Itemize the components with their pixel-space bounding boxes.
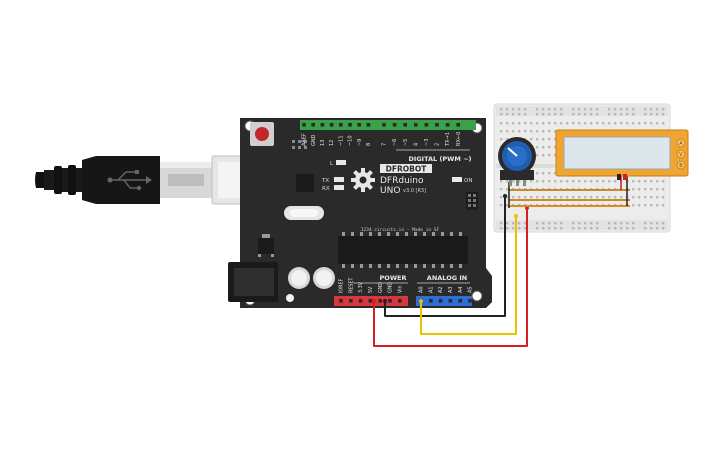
icsp-header-top xyxy=(292,140,307,149)
power-pin-label: RESET xyxy=(348,278,354,293)
icsp-header-right xyxy=(466,192,478,210)
analog-pin-label: A3 xyxy=(448,286,454,293)
lcd-pin-a: A xyxy=(676,138,686,148)
power-pin-label: 5V xyxy=(368,286,374,293)
digital-pin-label: 7 xyxy=(382,143,388,146)
analog-pin-label: A2 xyxy=(438,286,444,293)
digital-header-label: DIGITAL (PWM ~) xyxy=(409,155,472,163)
analog-pin-label: A1 xyxy=(428,286,434,293)
usb-symbol-icon xyxy=(107,170,152,191)
power-pin-label: 3.3V xyxy=(358,281,364,293)
brand-logo: DFROBOT xyxy=(386,165,428,174)
led-l: L xyxy=(330,160,346,167)
digital-pin-label: RX←0 xyxy=(456,132,462,146)
led-on: ON xyxy=(452,177,472,184)
analog-pin-label: A5 xyxy=(468,286,474,293)
usb-cable xyxy=(35,155,273,205)
gear-logo-icon xyxy=(351,168,375,192)
digital-pin-label: TX→1 xyxy=(445,132,451,147)
svg-text:A: A xyxy=(679,141,683,147)
digital-pin-label: ~11 xyxy=(338,135,344,146)
digital-pin-label: ~6 xyxy=(392,139,398,146)
led-tx: TX xyxy=(321,177,344,184)
reset-button[interactable] xyxy=(250,122,274,146)
capacitor-1 xyxy=(288,267,310,289)
power-section-label: POWER xyxy=(380,274,407,282)
red-5v-wire[interactable] xyxy=(373,208,528,347)
lcd-pin-v: V xyxy=(676,149,686,159)
svg-text:V: V xyxy=(679,152,683,158)
power-pin-label: GND xyxy=(378,282,384,293)
svg-text:RX: RX xyxy=(322,186,330,192)
svg-text:TX: TX xyxy=(321,178,329,184)
board-version: v3.0 [R3] xyxy=(403,188,426,194)
black-gnd-wire[interactable] xyxy=(384,196,506,317)
board-tagline: 1234.circuits.io - Made in SF xyxy=(361,227,440,233)
analog-pin-label: A4 xyxy=(458,286,464,293)
i2c-display-module: A V B xyxy=(555,129,689,180)
analog-pin-label: A0 xyxy=(419,286,425,293)
power-jack xyxy=(228,262,278,302)
power-pin-label: GND xyxy=(388,282,394,293)
digital-pin-label: 4 xyxy=(413,143,419,146)
usb-interface-chip xyxy=(296,174,314,192)
board-model-variant: UNO xyxy=(380,186,400,196)
digital-pin-label: 8 xyxy=(366,143,372,146)
digital-pin-label: ~9 xyxy=(357,139,363,146)
digital-pin-label: 2 xyxy=(435,143,441,146)
power-header xyxy=(334,296,408,306)
capacitor-2 xyxy=(313,267,335,289)
svg-text:ON: ON xyxy=(464,178,472,184)
led-rx: RX xyxy=(322,185,344,192)
svg-text:L: L xyxy=(330,161,334,167)
analog-header xyxy=(416,296,472,306)
digital-pin-label: 13 xyxy=(320,140,326,146)
yellow-a0-wire[interactable] xyxy=(420,216,517,335)
board-model-name: DFRduino xyxy=(380,176,424,186)
digital-pin-label: AREF xyxy=(302,133,308,146)
digital-pin-label: ~3 xyxy=(424,139,430,146)
microcontroller-chip xyxy=(338,232,468,268)
power-pin-label: Vin xyxy=(397,285,403,293)
digital-header xyxy=(300,120,476,130)
digital-pin-label: GND xyxy=(311,134,317,146)
power-pin-label: IOREF xyxy=(339,278,345,293)
lcd-pin-b: B xyxy=(676,160,686,170)
voltage-regulator xyxy=(258,234,274,257)
analog-section-label: ANALOG IN xyxy=(427,274,467,282)
digital-pin-label: ~10 xyxy=(348,135,354,146)
potentiometer[interactable] xyxy=(498,137,536,186)
digital-pin-label: 12 xyxy=(329,140,335,146)
digital-pin-label: ~5 xyxy=(403,139,409,146)
lcd-screen xyxy=(563,136,671,170)
svg-text:B: B xyxy=(679,163,683,169)
